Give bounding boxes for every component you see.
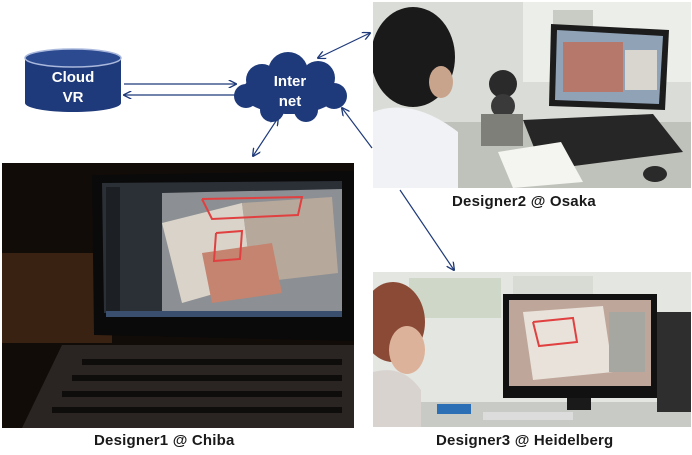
arrow-osaka-to-internet (342, 108, 373, 149)
photo-chiba (2, 163, 354, 428)
caption-designer2: Designer2 @ Osaka (452, 193, 596, 210)
internet-cloud-icon (234, 52, 347, 122)
cloud-vr-label: Cloud VR (51, 69, 95, 106)
arrow-internet-chiba (253, 118, 278, 156)
arrow-internet-osaka (318, 33, 370, 58)
photo-osaka (373, 2, 691, 188)
caption-designer3: Designer3 @ Heidelberg (436, 432, 614, 449)
photo-heidelberg (373, 272, 691, 427)
internet-label: Inter net (273, 73, 307, 110)
cloud-vr-cylinder-icon (24, 48, 122, 112)
arrow-osaka-to-heidelberg (399, 189, 454, 270)
caption-designer1: Designer1 @ Chiba (94, 432, 235, 449)
